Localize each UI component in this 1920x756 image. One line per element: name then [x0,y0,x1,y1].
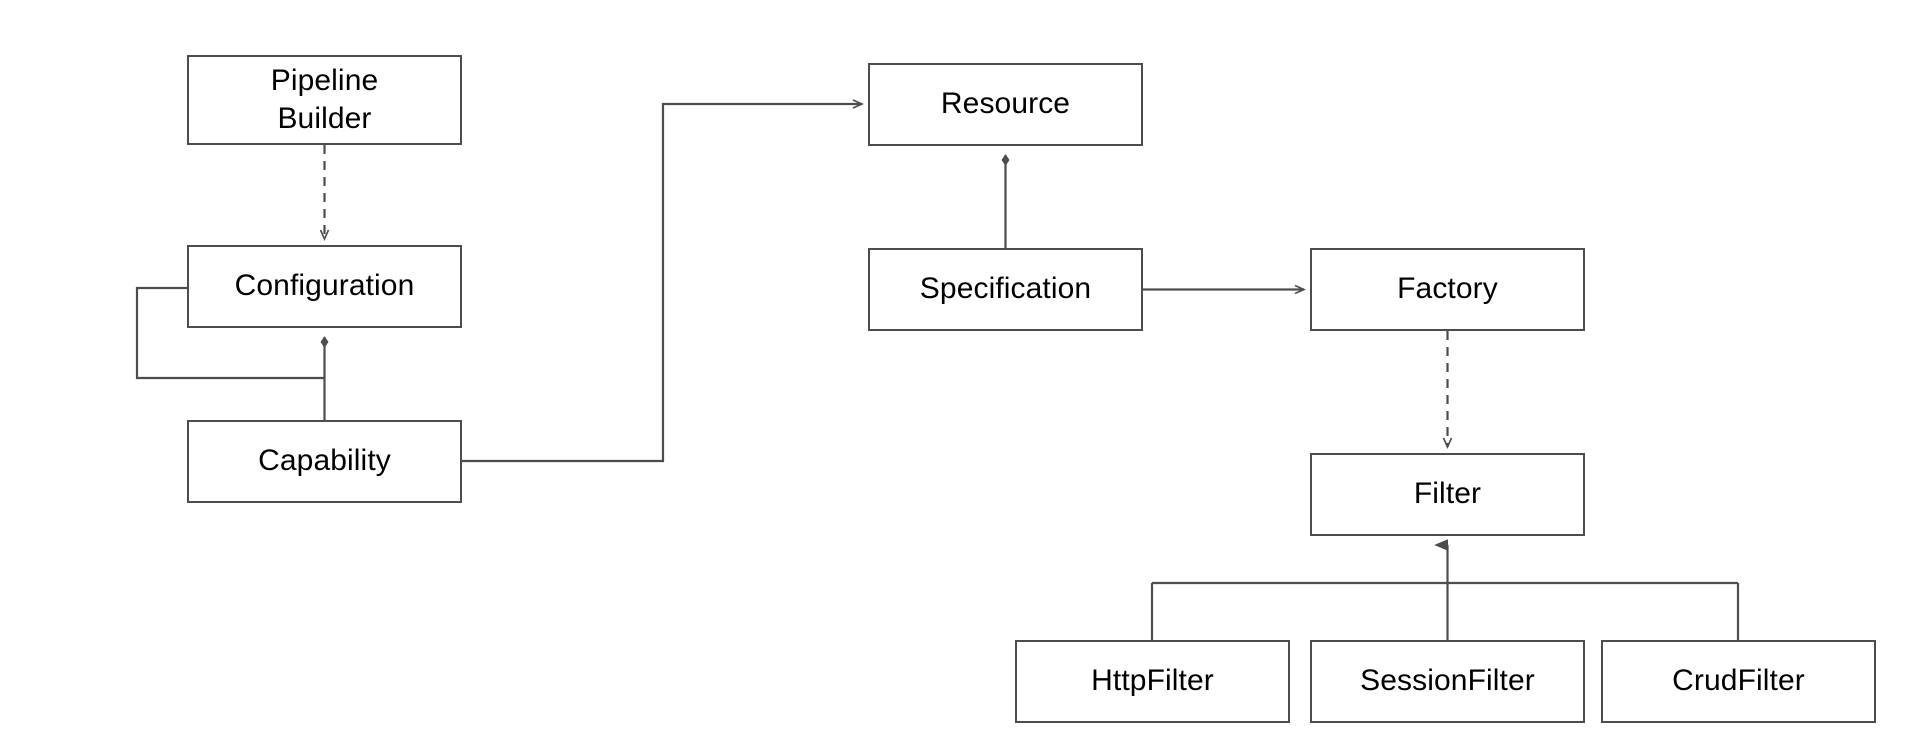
class-node-factory[interactable]: Factory [1310,248,1585,331]
class-node-label: HttpFilter [1091,664,1214,698]
class-node-label: Pipeline Builder [270,63,379,135]
class-node-crud-filter[interactable]: CrudFilter [1601,640,1876,723]
class-node-pipeline-builder[interactable]: Pipeline Builder [187,55,462,145]
class-node-specification[interactable]: Specification [868,248,1143,331]
class-node-session-filter[interactable]: SessionFilter [1310,640,1585,723]
class-node-filter[interactable]: Filter [1310,453,1585,536]
class-node-label: SessionFilter [1360,664,1535,698]
class-node-label: CrudFilter [1672,664,1805,698]
class-node-capability[interactable]: Capability [187,420,462,503]
class-node-label: Capability [258,444,391,478]
class-node-http-filter[interactable]: HttpFilter [1015,640,1290,723]
class-node-label: Filter [1413,477,1482,511]
class-node-configuration[interactable]: Configuration [187,245,462,328]
edge-capability-to-resource [462,99,864,463]
class-node-label: Resource [940,87,1071,121]
class-node-label: Specification [919,272,1092,306]
class-node-resource[interactable]: Resource [868,63,1143,146]
class-node-label: Configuration [234,269,415,303]
class-node-label: Factory [1397,272,1498,306]
edge-configuration-self-loop [135,286,325,380]
